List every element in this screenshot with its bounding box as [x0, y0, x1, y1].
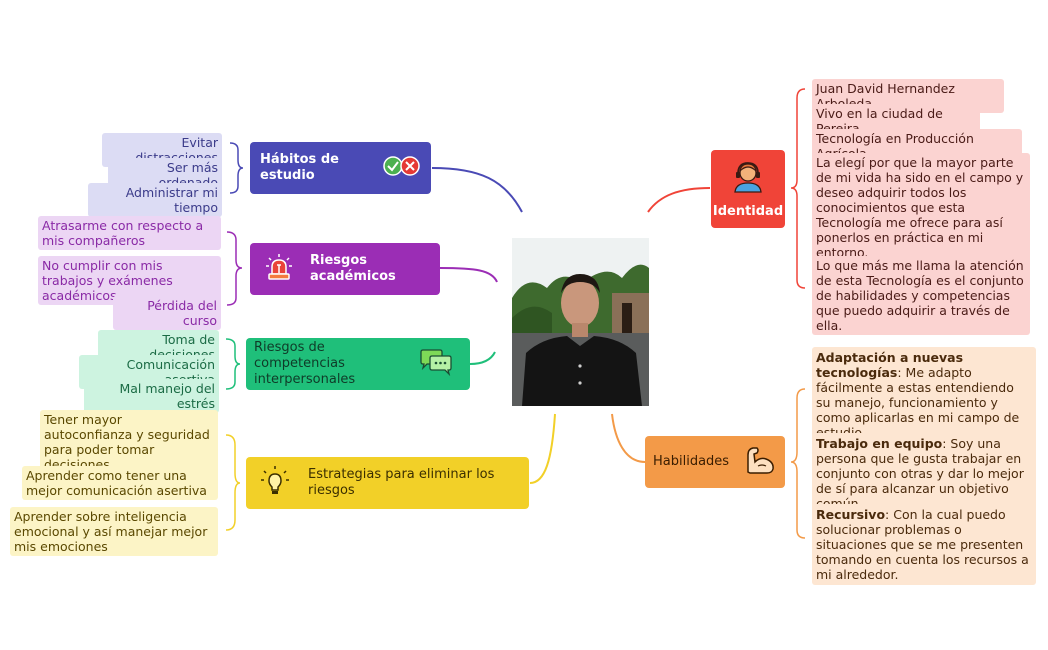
leaf-habilidades-1[interactable]: Adaptación a nuevas tecnologías: Me adap…	[812, 347, 1036, 443]
connector-riesgos-acad	[439, 267, 498, 283]
leaf-estrategias-1[interactable]: Tener mayor autoconfianza y seguridad pa…	[40, 410, 218, 474]
bracket-riesgos-acad	[226, 231, 243, 306]
node-identidad[interactable]: Identidad	[711, 150, 785, 228]
support-agent-icon	[731, 159, 765, 198]
connector-identidad	[647, 187, 711, 213]
node-habilidades-title: Habilidades	[653, 454, 730, 469]
bracket-habilidades	[790, 388, 806, 539]
skill-2-text: : Soy una persona que le gusta trabajar …	[816, 436, 1024, 511]
node-estrategias-title: Estrategias para eliminar los riesgos	[308, 467, 495, 498]
node-riesgos-acad-title: Riesgos académicos	[310, 253, 396, 284]
leaf-estrategias-2[interactable]: Aprender como tener una mejor comunicaci…	[22, 466, 218, 500]
bracket-identidad	[790, 88, 806, 289]
connector-habitos	[431, 167, 523, 213]
leaf-habilidades-3[interactable]: Recursivo: Con la cual puedo solucionar …	[812, 504, 1036, 585]
alarm-siren-icon	[264, 252, 294, 287]
node-habitos[interactable]: Hábitos de estudio	[250, 142, 431, 194]
node-riesgos-acad[interactable]: Riesgos académicos	[250, 243, 440, 295]
bracket-habitos	[229, 142, 244, 194]
leaf-riesgos-acad-2[interactable]: No cumplir con mis trabajos y exámenes a…	[38, 256, 221, 305]
leaf-habilidades-2[interactable]: Trabajo en equipo: Soy una persona que l…	[812, 433, 1036, 514]
skill-2-keyword: Trabajo en equipo	[816, 436, 943, 451]
skill-1-keyword: Adaptación a nuevas tecnologías	[816, 350, 964, 380]
leaf-estrategias-3[interactable]: Aprender sobre inteligencia emocional y …	[10, 507, 218, 556]
check-cross-icon	[383, 155, 421, 181]
connector-habilidades	[611, 413, 646, 463]
bracket-riesgos-inter	[225, 338, 241, 390]
leaf-riesgos-acad-3[interactable]: Pérdida del curso	[113, 296, 221, 330]
leaf-habitos-3[interactable]: Administrar mi tiempo	[88, 183, 222, 217]
flexed-arm-icon	[745, 445, 777, 480]
connector-estrategias	[529, 413, 556, 484]
bracket-estrategias	[225, 434, 241, 531]
person-photo-icon	[512, 238, 649, 406]
skill-3-text: : Con la cual puedo solucionar problemas…	[816, 507, 1029, 582]
center-photo	[512, 238, 649, 406]
node-estrategias[interactable]: Estrategias para eliminar los riesgos	[246, 457, 529, 509]
node-riesgos-inter-title: Riesgos de competencias interpersonales	[254, 340, 356, 387]
node-habitos-title: Hábitos de estudio	[260, 152, 339, 183]
node-riesgos-inter[interactable]: Riesgos de competencias interpersonales	[246, 338, 470, 390]
node-identidad-title: Identidad	[712, 203, 784, 219]
lightbulb-icon	[260, 465, 290, 502]
leaf-identidad-4[interactable]: La elegí por que la mayor parte de mi vi…	[812, 153, 1030, 262]
connector-riesgos-inter	[469, 351, 496, 365]
chat-bubbles-icon	[418, 348, 454, 381]
leaf-riesgos-acad-1[interactable]: Atrasarme con respecto a mis compañeros	[38, 216, 221, 250]
skill-3-keyword: Recursivo	[816, 507, 886, 522]
leaf-riesgos-inter-3[interactable]: Mal manejo del estrés	[84, 379, 219, 413]
leaf-identidad-5[interactable]: Lo que más me llama la atención de esta …	[812, 256, 1030, 335]
node-habilidades[interactable]: Habilidades	[645, 436, 785, 488]
